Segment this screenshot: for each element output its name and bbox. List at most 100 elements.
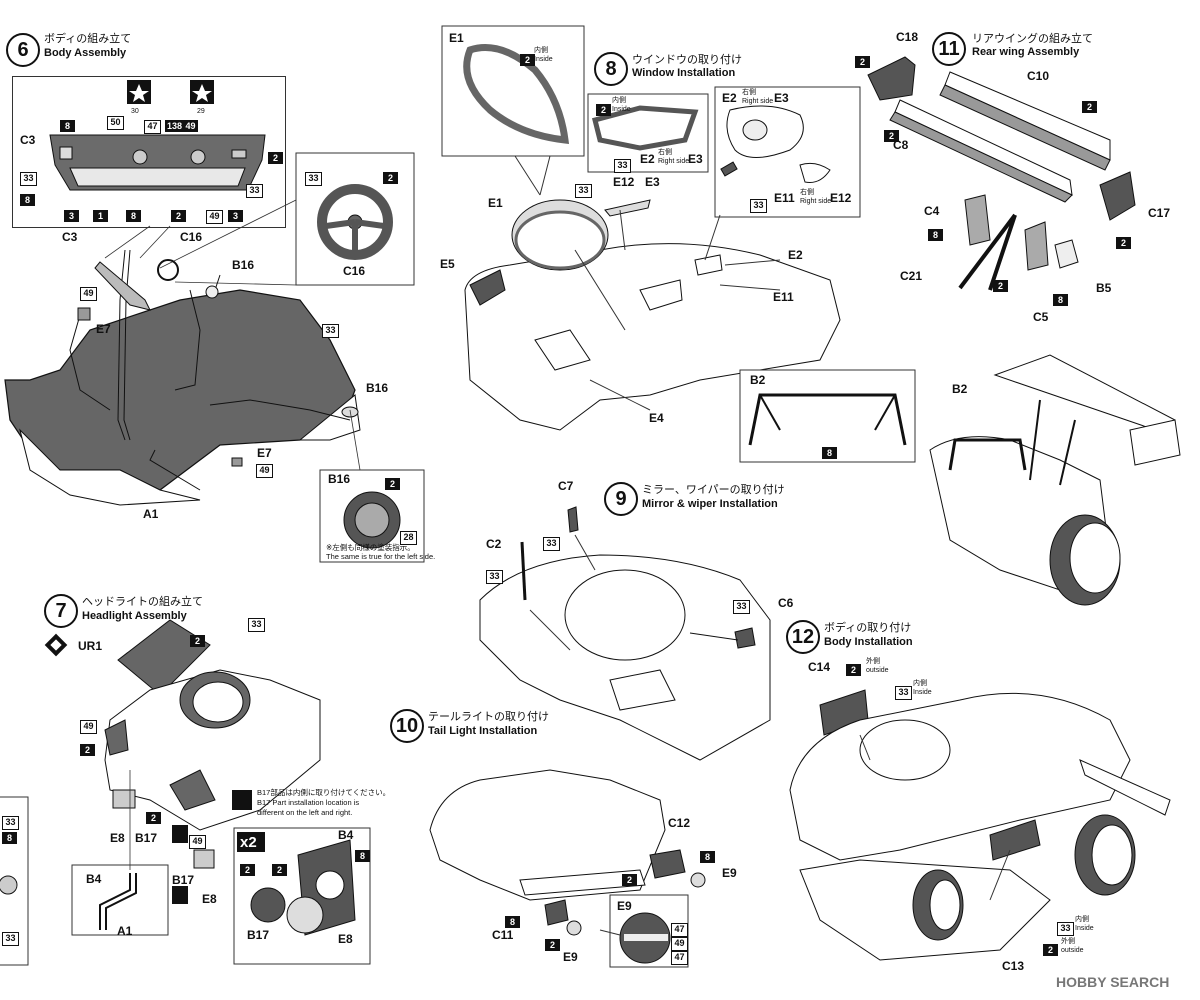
code-33-dash: 33 <box>20 168 37 186</box>
part-b16-right: B16 <box>366 381 389 395</box>
right-jp-e2: 右側 <box>742 89 756 96</box>
part-c16: C16 <box>180 230 203 244</box>
code-8-dash-b: 8 <box>20 190 35 208</box>
code-33-c2: 33 <box>486 566 503 584</box>
code-2-b16: 2 <box>385 474 400 492</box>
code-2-dash: 2 <box>268 148 283 166</box>
inside-en-c13: Inside <box>1075 925 1094 932</box>
part-e5: E5 <box>440 257 455 271</box>
step-7-title-en: Headlight Assembly <box>82 610 187 622</box>
part-b17-right: B17 <box>172 873 195 887</box>
code-33-cut-b: 33 <box>2 928 19 946</box>
part-b4-detail: B4 <box>86 872 102 886</box>
code-138-dash: 138 <box>165 120 185 132</box>
step-12-title-jp: ボディの取り付け <box>824 622 912 634</box>
code-33-cut: 33 <box>2 812 19 830</box>
code-8-c4: 8 <box>928 225 943 243</box>
part-e11-detail: E11 <box>774 191 795 205</box>
part-b17-left: B17 <box>135 831 158 845</box>
code-2-c17: 2 <box>1116 233 1131 251</box>
outside-en-c13: outside <box>1061 947 1084 954</box>
b17-note-en2: different on the left and right. <box>257 808 353 817</box>
code-33-c7: 33 <box>543 533 560 551</box>
part-e7-top: E7 <box>96 322 111 336</box>
code-8-dash: 8 <box>60 116 75 134</box>
code-49-e7-b: 49 <box>256 460 273 478</box>
code-8-c11: 8 <box>505 912 520 930</box>
step-7-number: 7 <box>44 594 78 628</box>
part-e1-detail: E1 <box>449 31 464 45</box>
code-2-c12: 2 <box>622 870 637 888</box>
part-b2-detail: B2 <box>750 373 766 387</box>
code-2-c8: 2 <box>884 126 899 144</box>
code-33-window: 33 <box>614 155 631 173</box>
b17-note-jp: B17部品は内側に取り付けてください。 <box>257 788 391 797</box>
part-b2: B2 <box>952 382 968 396</box>
code-2-c14: 2 <box>846 660 861 678</box>
part-b16-detail: B16 <box>328 472 351 486</box>
part-c2: C2 <box>486 537 502 551</box>
part-e8-left: E8 <box>110 831 125 845</box>
code-2-window: 2 <box>596 100 611 118</box>
step-10-title-en: Tail Light Installation <box>428 725 538 737</box>
code-2-c18: 2 <box>855 52 870 70</box>
code-8-b2: 8 <box>822 443 837 461</box>
code-2-e1: 2 <box>520 50 535 68</box>
part-e12: E12 <box>613 175 635 189</box>
part-e4: E4 <box>649 411 664 425</box>
inside-jp-c13: 内側 <box>1075 916 1089 923</box>
code-8-c12: 8 <box>700 847 715 865</box>
code-28-b16: 28 <box>400 527 417 545</box>
part-e3-window: E3 <box>688 152 703 166</box>
code-2-x2b: 2 <box>272 860 287 878</box>
code-1-dash: 1 <box>93 206 108 224</box>
code-33-dash-r: 33 <box>246 180 263 198</box>
step-8-title-en: Window Installation <box>632 67 736 79</box>
code-8-b4: 8 <box>355 846 370 864</box>
right-en-window: Right side <box>658 158 690 165</box>
b16-note-jp: ※左側も同様の塗装指示。 <box>326 543 415 552</box>
code-8-cut: 8 <box>2 828 17 846</box>
code-50-dash: 50 <box>107 116 124 130</box>
inside-jp-e1: 内側 <box>534 47 548 54</box>
part-c3-dash: C3 <box>20 133 36 147</box>
part-c13: C13 <box>1002 959 1025 973</box>
code-2-c11: 2 <box>545 935 560 953</box>
outside-en-c14: outside <box>866 667 889 674</box>
step-12-title-en: Body Installation <box>824 636 913 648</box>
code-33-tub: 33 <box>322 320 339 338</box>
part-e3-detail: E3 <box>774 91 789 105</box>
step-11-number: 11 <box>932 32 966 66</box>
part-e7-bottom: E7 <box>257 446 272 460</box>
code-3-dash-b: 3 <box>228 206 243 224</box>
part-e9-left: E9 <box>563 950 578 964</box>
part-c10: C10 <box>1027 69 1050 83</box>
part-b16-top: B16 <box>232 258 255 272</box>
step-11-title-jp: リアウイングの組み立て <box>972 33 1093 45</box>
part-c7: C7 <box>558 479 574 493</box>
part-e2: E2 <box>788 248 803 262</box>
code-8-c5: 8 <box>1053 290 1068 308</box>
code-33-c6: 33 <box>733 596 750 614</box>
inside-jp-c14: 内側 <box>913 680 927 687</box>
code-47-e9: 47 <box>671 919 688 937</box>
part-b17-x2: B17 <box>247 928 270 942</box>
part-c14: C14 <box>808 660 831 674</box>
code-2-c13: 2 <box>1043 940 1058 958</box>
part-e8-right: E8 <box>202 892 217 906</box>
code-2-dash-b: 2 <box>171 206 186 224</box>
inside-en-c14: Inside <box>913 689 932 696</box>
right-en-e11: Right side <box>800 198 832 205</box>
part-e2-window: E2 <box>640 152 655 166</box>
part-c18: C18 <box>896 30 919 44</box>
step-8-number: 8 <box>594 52 628 86</box>
step-9-title-jp: ミラー、ワイパーの取り付け <box>642 484 785 496</box>
step-10-number: 10 <box>390 709 424 743</box>
part-b5: B5 <box>1096 281 1112 295</box>
code-33-c13: 33 <box>1057 918 1074 936</box>
